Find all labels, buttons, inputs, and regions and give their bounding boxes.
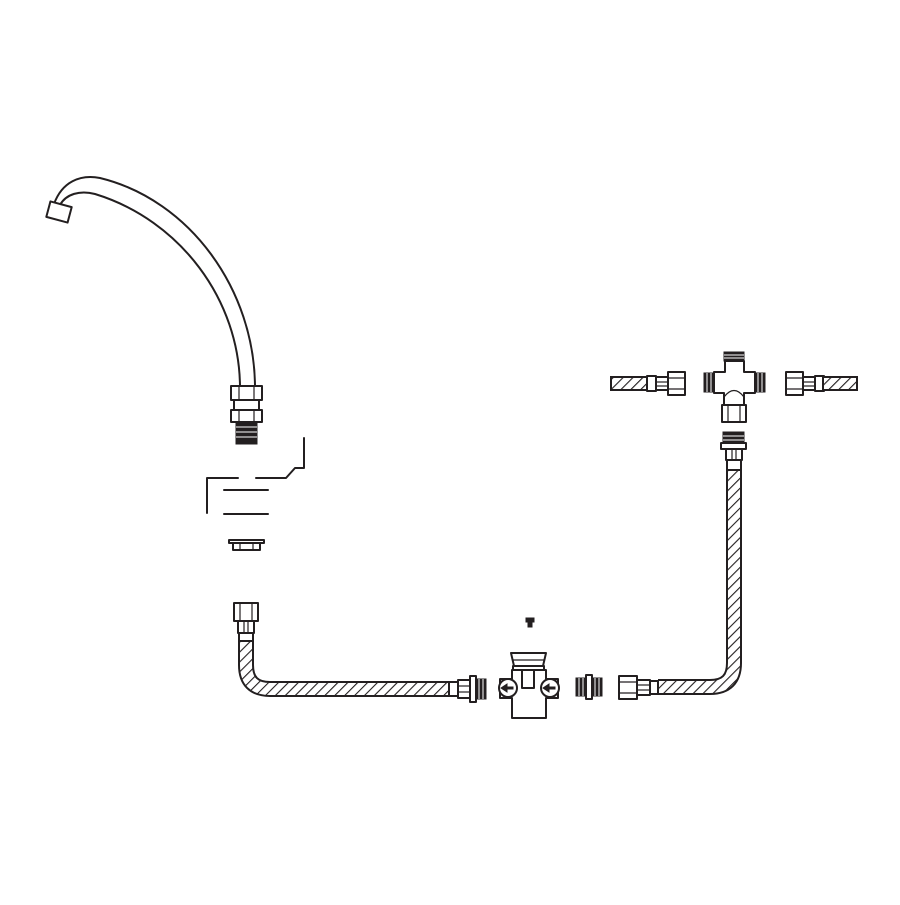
tee-connector-icon <box>610 351 858 423</box>
spout-icon <box>45 176 256 389</box>
right-hose-icon <box>618 431 747 700</box>
nipple-icon <box>575 674 603 700</box>
left-hose-icon <box>233 602 487 703</box>
mixing-valve-icon <box>498 617 560 719</box>
spout-nut-icon <box>230 385 263 445</box>
sink-mount-icon <box>206 437 305 551</box>
